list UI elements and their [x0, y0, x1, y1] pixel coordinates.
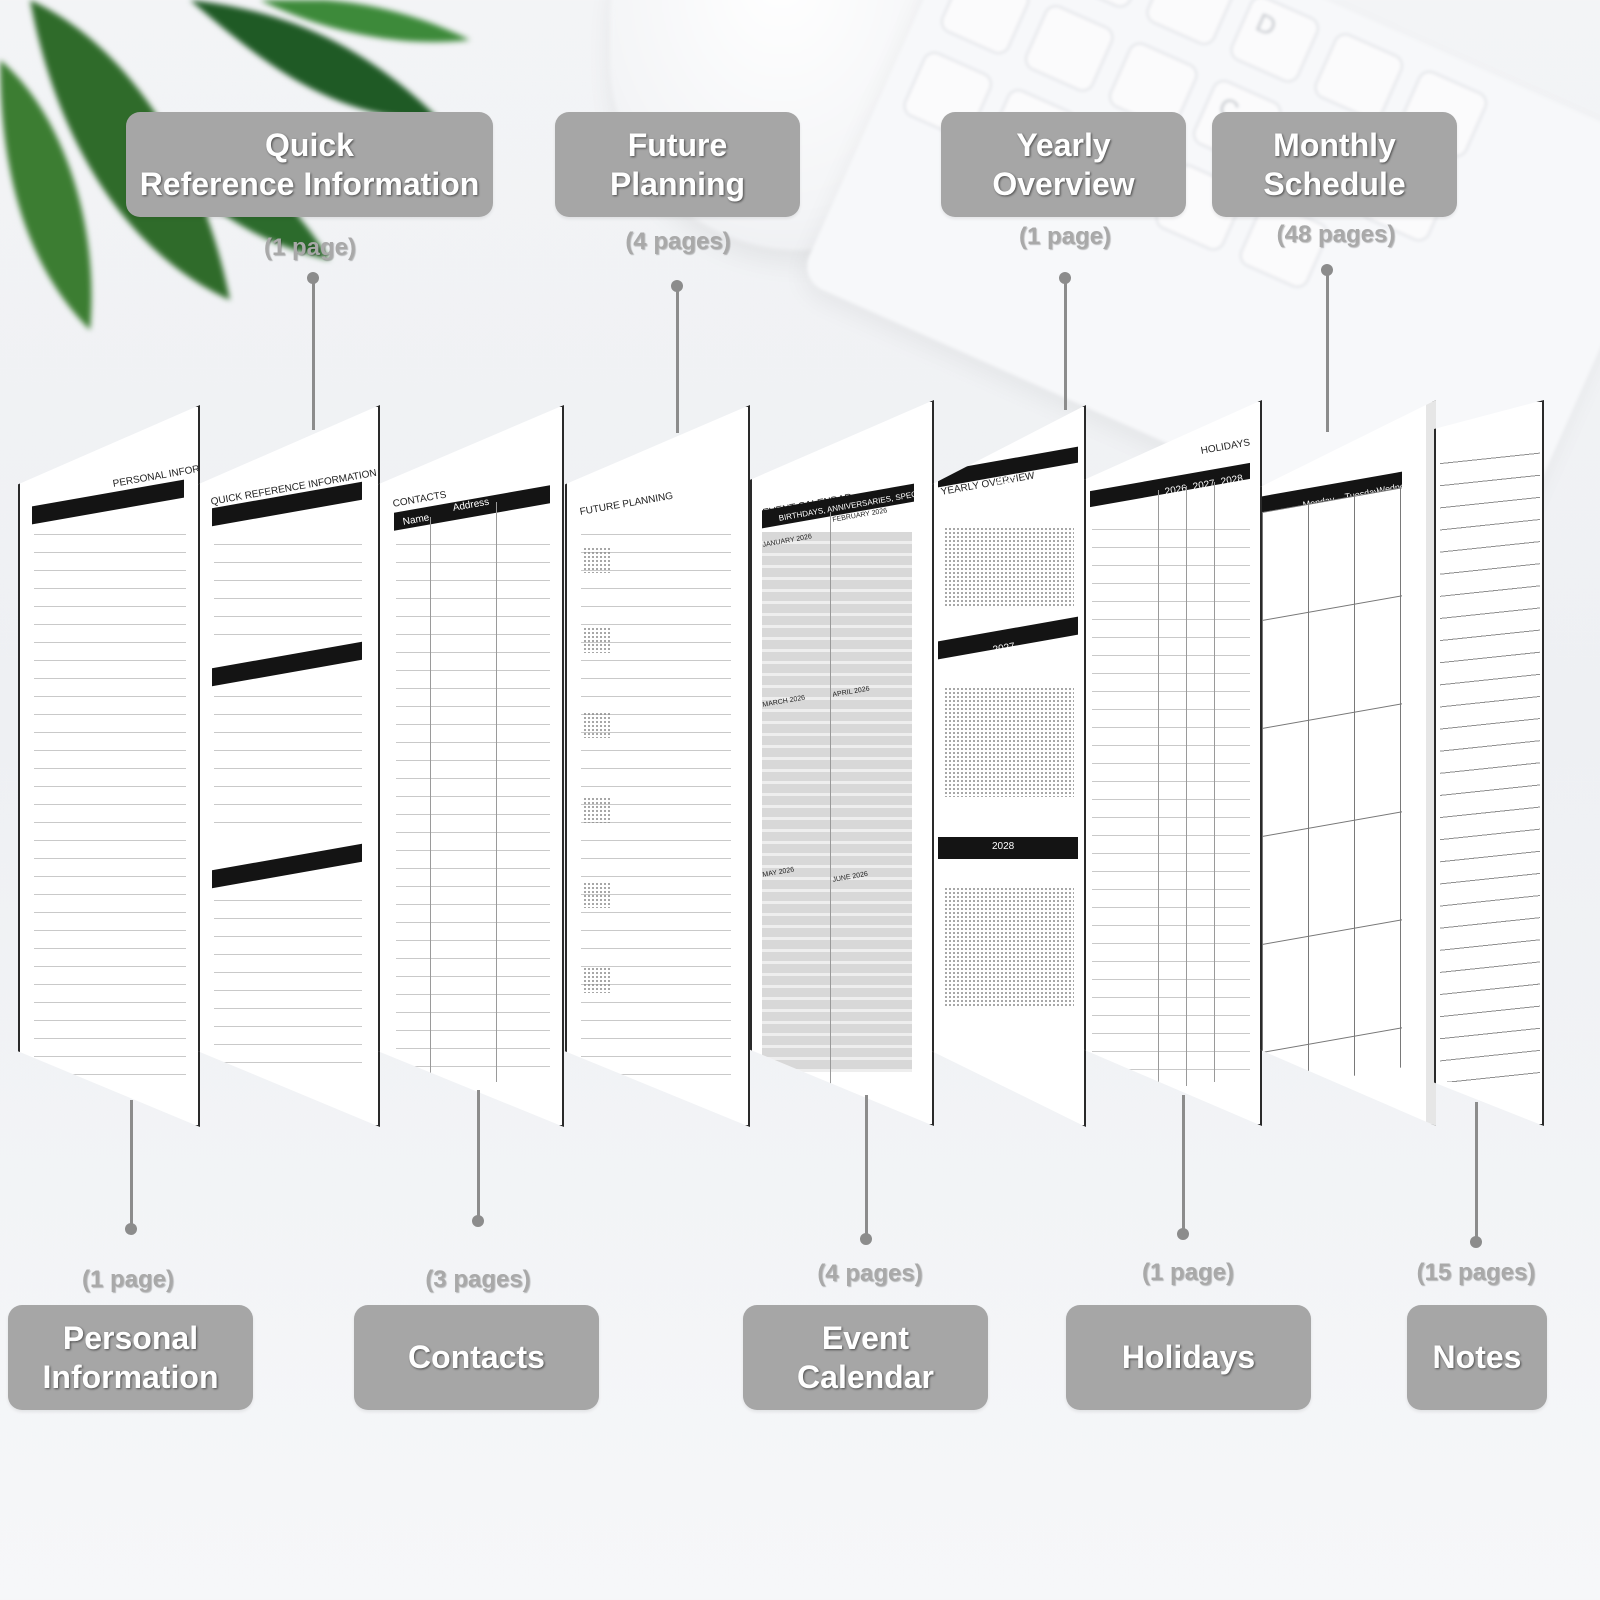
connector-dot	[671, 280, 683, 292]
connector-dot	[472, 1215, 484, 1227]
label-holidays: Holidays	[1066, 1305, 1311, 1410]
connector-dot	[860, 1233, 872, 1245]
page-count-holidays: (1 page)	[1141, 1259, 1234, 1286]
year-label: 2028	[992, 841, 1015, 852]
label-event-calendar: Event Calendar	[743, 1305, 988, 1410]
page-count-yearly-overview: (1 page)	[1018, 223, 1111, 250]
holiday-year: 2026	[1164, 483, 1188, 498]
connector-line	[477, 1090, 480, 1220]
page-event-calendar: EVENT CALENDAR BIRTHDAYS, ANNIVERSARIES,…	[750, 400, 934, 1126]
page-monthly-schedule: Monday Tuesday Wednesday	[1260, 400, 1436, 1126]
page-title: FUTURE PLANNING	[579, 490, 674, 518]
label-personal-information: Personal Information	[8, 1305, 253, 1410]
page-title: HOLIDAYS	[1200, 437, 1251, 457]
label-quick-reference: Quick Reference Information	[126, 112, 493, 217]
page-quick-reference: QUICK REFERENCE INFORMATION	[198, 405, 380, 1127]
key: A	[1058, 0, 1155, 12]
year-label: 2026	[994, 473, 1018, 488]
page-yearly-overview: YEARLY OVERVIEW 2026 2027 2028	[932, 405, 1086, 1127]
connector-dot	[125, 1223, 137, 1235]
connector-line	[1182, 1095, 1185, 1233]
connector-dot	[307, 272, 319, 284]
label-yearly-overview: Yearly Overview	[941, 112, 1186, 217]
connector-line	[1064, 280, 1067, 410]
connector-dot	[1059, 272, 1071, 284]
connector-line	[312, 280, 315, 430]
page-future-planning: FUTURE PLANNING	[565, 405, 750, 1127]
label-notes: Notes	[1407, 1305, 1547, 1410]
connector-line	[676, 288, 679, 433]
connector-dot	[1470, 1236, 1482, 1248]
key	[1310, 29, 1407, 124]
key: S	[1142, 0, 1239, 49]
page-holidays: HOLIDAYS 2026 2027 2028	[1084, 400, 1262, 1126]
page-contacts: CONTACTS Name Address Numbers	[378, 405, 564, 1127]
connector-line	[1475, 1102, 1478, 1240]
page-count-notes: (15 pages)	[1416, 1259, 1536, 1286]
label-future-planning: Future Planning	[555, 112, 800, 217]
holiday-year: 2028	[1220, 473, 1244, 488]
holiday-year: 2027	[1192, 478, 1216, 493]
label-monthly-schedule: Monthly Schedule	[1212, 112, 1457, 217]
page-count-event-calendar: (4 pages)	[817, 1260, 923, 1287]
year-label: 2027	[992, 641, 1016, 656]
connector-line	[1326, 272, 1329, 432]
page-count-personal-information: (1 page)	[81, 1266, 174, 1293]
key: D	[1226, 0, 1323, 87]
key	[937, 0, 1034, 58]
page-count-quick-reference: (1 page)	[263, 234, 356, 261]
key	[1021, 1, 1118, 96]
page-count-monthly-schedule: (48 pages)	[1276, 221, 1396, 248]
page-personal-information: PERSONAL INFORMATION	[18, 405, 200, 1127]
page-count-contacts: (3 pages)	[425, 1266, 531, 1293]
page-count-future-planning: (4 pages)	[625, 228, 731, 255]
connector-dot	[1321, 264, 1333, 276]
connector-dot	[1177, 1228, 1189, 1240]
page-notes	[1434, 400, 1544, 1126]
label-contacts: Contacts	[354, 1305, 599, 1410]
connector-line	[130, 1100, 133, 1228]
connector-line	[865, 1095, 868, 1238]
